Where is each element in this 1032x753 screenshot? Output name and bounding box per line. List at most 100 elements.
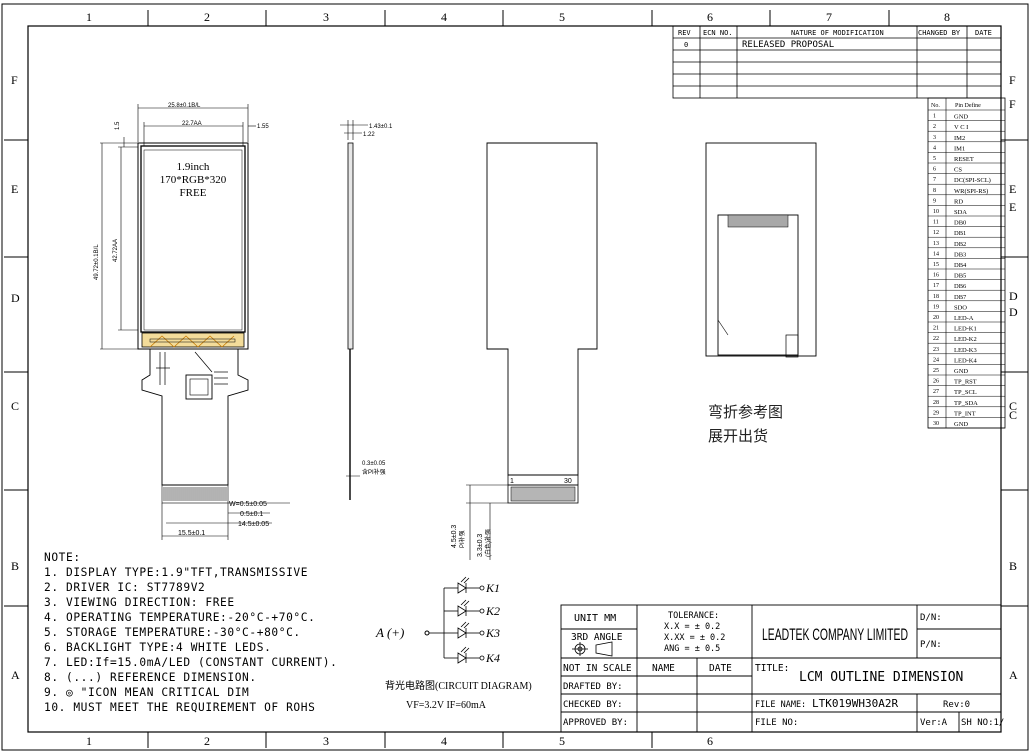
col-label: 8 [944, 10, 950, 24]
col-label: 5 [559, 734, 565, 748]
file-name-label: FILE NAME: [755, 700, 806, 710]
drafted-by: DRAFTED BY: [563, 682, 623, 692]
row-label: E [1009, 200, 1016, 214]
pin-define: GND [954, 114, 968, 121]
front-view: 25.8±0.1B/L 22.7AA 1.55 1.5 49.72±0.1B/L… [94, 103, 290, 540]
screen-view: FREE [180, 187, 207, 199]
note-item: 10. MUST MEET THE REQUIREMENT OF ROHS [44, 701, 316, 714]
bend-note-line: 展开出货 [708, 427, 769, 445]
pin-number: 10 [933, 209, 939, 215]
dim-tail-14: 14.5±0.05 [238, 521, 269, 528]
dim-thickness-2: 1.22 [363, 132, 375, 138]
row-label: F [11, 73, 18, 87]
rev-header: CHANGED BY [918, 29, 961, 37]
dim-right: 1.55 [257, 124, 269, 130]
note-item: 7. LED:If=15.0mA/LED (CONSTANT CURRENT). [44, 656, 338, 669]
col-label: 1 [86, 734, 92, 748]
pin-number: 21 [933, 326, 939, 332]
row-label: B [11, 559, 19, 573]
dim-width: 25.8±0.1B/L [168, 103, 201, 109]
dim-stiffener-b-note: (白色)补强 [484, 529, 492, 557]
led-symbols [457, 576, 485, 664]
pin-define: LED-K1 [954, 326, 977, 333]
pin-define: DB4 [954, 262, 967, 269]
anode-label: A (+) [375, 625, 404, 640]
pin-number: 12 [933, 230, 939, 236]
row-label: D [11, 291, 20, 305]
drawing-title: LCM OUTLINE DIMENSION [799, 670, 963, 685]
screen-size: 1.9inch [177, 161, 210, 173]
dim-tail-15: 15.5±0.1 [178, 530, 205, 537]
note-item: 6. BACKLIGHT TYPE:4 WHITE LEDS. [44, 641, 272, 654]
note-item: 5. STORAGE TEMPERATURE:-30°C-+80°C. [44, 626, 301, 639]
dim-top: 1.5 [115, 121, 121, 130]
pin-number: 14 [933, 251, 939, 257]
rev-header: DATE [975, 29, 992, 37]
pin-number: 1 [933, 114, 936, 120]
pin-number: 18 [933, 294, 939, 300]
row-label: B [1009, 559, 1017, 573]
pin-number: 25 [933, 368, 939, 374]
version: Ver:A [920, 718, 948, 728]
dim-fpc-thickness: 0.3±0.05 [362, 461, 386, 467]
pin-number: 30 [933, 421, 939, 427]
pin-define: LED-K2 [954, 336, 977, 343]
rev-value: Rev:0 [943, 700, 970, 710]
row-label: E [11, 182, 18, 196]
pin-define: DB6 [954, 283, 967, 290]
k4-label: K4 [485, 651, 500, 665]
pin-define: DB7 [954, 294, 967, 301]
rear-view: 1 30 4.5±0.3 PI补强 3.3±0.3 (白色)补强 [451, 142, 598, 560]
title-block: UNIT MM 3RD ANGLE TOLERANCE: X.X = ± 0.2… [560, 604, 1004, 733]
dim-aa-height: 42.72AA [113, 239, 119, 262]
pin-define: TP_SCL [954, 389, 977, 396]
dim-aa-width: 22.7AA [182, 121, 202, 127]
dim-stiffener-a: 4.5±0.3 [451, 525, 458, 548]
company-name: LEADTEK COMPANY LIMITED [762, 625, 908, 644]
pin-number: 16 [933, 273, 939, 279]
not-in-scale: NOT IN SCALE [563, 663, 632, 674]
pin-define: V C I [954, 124, 968, 131]
revision-table: REV ECN NO. NATURE OF MODIFICATION CHANG… [672, 25, 1002, 99]
pin-number: 22 [933, 336, 939, 342]
pin-number: 6 [933, 167, 936, 173]
file-name: LTK019WH30A2R [812, 697, 898, 710]
pin-number: 20 [933, 315, 939, 321]
col-label: 6 [707, 10, 713, 24]
pin-define: LED-K3 [954, 347, 977, 354]
pin-define: SDO [954, 304, 967, 311]
approved-by: APPROVED BY: [563, 718, 628, 728]
dim-tail-w: W=0.5±0.05 [229, 501, 267, 508]
pin-define: IM2 [954, 135, 965, 142]
circuit-caption: 背光电路图(CIRCUIT DIAGRAM) [385, 679, 532, 692]
row-label: C [1009, 399, 1017, 413]
dn-label: D/N: [920, 613, 942, 623]
pin-number: 2 [933, 124, 936, 130]
pin-number: 5 [933, 156, 936, 162]
title-label: TITLE: [755, 663, 789, 674]
pin-define: LED-A [954, 315, 974, 322]
row-label: D [1009, 305, 1018, 319]
pin-number: 24 [933, 357, 939, 363]
circuit-diagram: A (+) K1 K2 K3 K4 背光电路图(CIRCUIT DIAGRAM) [375, 576, 532, 711]
pin-define: DC(SPI-SCL) [954, 177, 991, 184]
row-label: C [1009, 408, 1017, 422]
bend-note-line: 弯折参考图 [708, 403, 784, 421]
pin-first-label: 1 [510, 478, 514, 485]
col-label: 4 [441, 734, 447, 748]
pin-number: 19 [933, 304, 939, 310]
file-no-label: FILE NO: [755, 718, 798, 728]
row-label: D [1009, 289, 1018, 303]
pin-define: IM1 [954, 145, 965, 152]
pin-define: GND [954, 368, 968, 375]
col-label: 4 [441, 10, 447, 24]
dim-stiffener-b: 3.3±0.3 [477, 534, 484, 557]
pin-number: 29 [933, 410, 939, 416]
note-item: 9. ◎ "ICON MEAN CRITICAL DIM [44, 686, 250, 699]
dim-thickness: 1.43±0.1 [369, 124, 393, 130]
note-item: 8. (...) REFERENCE DIMENSION. [44, 671, 257, 684]
name-header: NAME [652, 663, 675, 674]
rev-header: REV [678, 29, 691, 37]
pin-number: 15 [933, 262, 939, 268]
pin-define: DB3 [954, 251, 966, 258]
